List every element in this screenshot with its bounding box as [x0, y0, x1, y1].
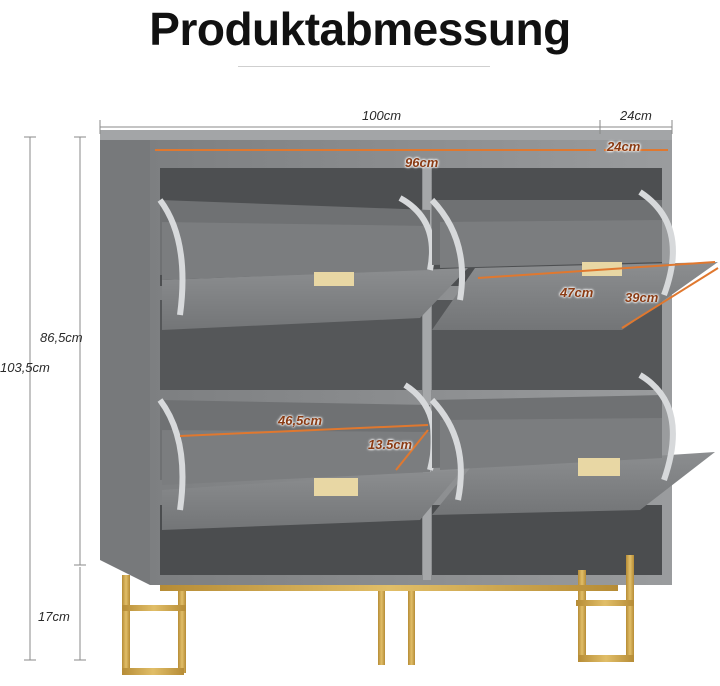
handle-lower-right: [578, 458, 620, 476]
gold-leg-frame: [122, 555, 634, 675]
flap-lower-right: [429, 372, 715, 515]
label-shelf-width: 46,5cm: [278, 413, 323, 428]
label-height-body: 86,5cm: [40, 330, 83, 345]
page-title: Produktabmessung: [149, 3, 571, 55]
label-depth-top: 24cm: [620, 108, 652, 123]
handle-lower-left: [314, 478, 358, 496]
label-height-legs: 17cm: [38, 609, 70, 624]
orange-dimension-lines: [155, 149, 719, 471]
label-flap-depth: 39cm: [625, 290, 659, 305]
label-height-total: 103,5cm: [0, 360, 50, 375]
handle-upper-left: [314, 272, 354, 286]
label-shelf-depth: 13.5cm: [368, 437, 413, 452]
title-underline: [238, 66, 490, 67]
label-depth-inner: 24cm: [607, 139, 641, 154]
dimension-lines: [24, 120, 673, 661]
label-flap-width: 47cm: [560, 285, 594, 300]
flap-upper-right: [429, 189, 718, 330]
label-width-total: 100cm: [362, 108, 402, 123]
label-inner-width: 96cm: [405, 155, 439, 170]
flap-upper-left: [157, 195, 468, 330]
flap-lower-left: [157, 382, 462, 530]
